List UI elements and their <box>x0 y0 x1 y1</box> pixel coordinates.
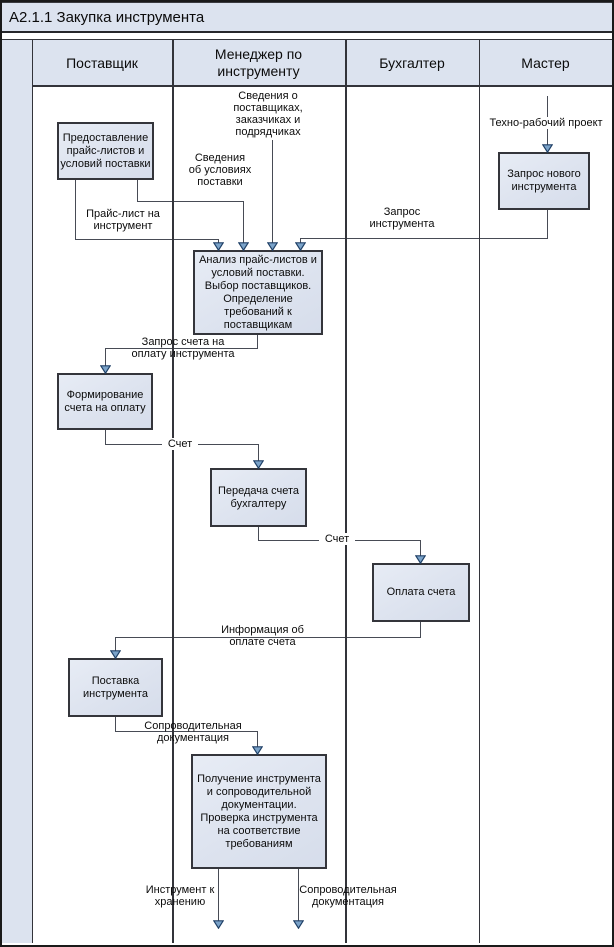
connector-segment <box>300 238 301 243</box>
arrowhead-down-icon <box>293 920 304 929</box>
arrowhead-down-icon <box>213 242 224 251</box>
flow-label-tool-request: Запрос инструмента <box>369 206 435 230</box>
lane-header-accountant: Бухгалтер <box>345 40 479 86</box>
process-box-provide-pricelists: Предоставление прайс-листов и условий по… <box>57 122 154 180</box>
connector-segment <box>115 731 258 732</box>
flow-label-pricelist: Прайс-лист на инструмент <box>86 208 160 232</box>
header-bottom-border <box>32 85 612 87</box>
connector-segment <box>218 239 219 243</box>
flow-label-accompanying-docs-out: Сопроводительная документация <box>299 884 397 908</box>
connector-segment <box>257 731 258 747</box>
connector-segment <box>547 210 548 239</box>
flow-label-tool-to-storage: Инструмент к хранению <box>145 884 215 908</box>
connector-segment <box>105 348 258 349</box>
connector-segment <box>115 637 116 651</box>
diagram-title: А2.1.1 Закупка инструмента <box>9 8 205 26</box>
arrowhead-down-icon <box>213 920 224 929</box>
flow-label-conditions-info: Сведения об условиях поставки <box>188 152 252 188</box>
lane-divider <box>345 39 347 943</box>
flow-label-accompanying-docs-in: Сопроводительная документация <box>144 720 242 744</box>
connector-segment <box>115 717 116 732</box>
process-box-analyze-pricelists: Анализ прайс-листов и условий поставки. … <box>193 250 323 335</box>
arrowhead-down-icon <box>542 144 553 153</box>
connector-segment <box>300 238 548 239</box>
connector-segment <box>75 180 76 240</box>
connector-segment <box>75 239 219 240</box>
lane-header-master: Мастер <box>479 40 612 86</box>
process-box-delivery: Поставка инструмента <box>68 658 163 717</box>
arrowhead-down-icon <box>238 242 249 251</box>
arrowhead-down-icon <box>295 242 306 251</box>
connector-segment <box>257 335 258 349</box>
flow-label-invoice-1: Счет <box>162 438 198 450</box>
process-box-receive-check: Получение инструмента и сопроводительной… <box>191 754 327 869</box>
process-box-pay-invoice: Оплата счета <box>372 563 470 622</box>
connector-segment <box>137 180 138 202</box>
connector-segment <box>105 430 106 445</box>
connector-segment <box>420 622 421 638</box>
flow-label-payment-info: Информация об оплате счета <box>221 624 304 648</box>
connector-segment <box>258 444 259 461</box>
process-box-transfer-invoice: Передача счета бухгалтеру <box>210 468 307 527</box>
diagram-title-bar: А2.1.1 Закупка инструмента <box>2 2 612 33</box>
arrowhead-down-icon <box>100 365 111 374</box>
arrowhead-down-icon <box>110 650 121 659</box>
flow-label-techno-project: Техно-рабочий проект <box>481 117 611 129</box>
connector-segment <box>243 201 244 243</box>
arrowhead-down-icon <box>267 242 278 251</box>
arrowhead-down-icon <box>252 746 263 755</box>
process-box-request-new-tool: Запрос нового инструмента <box>498 152 590 210</box>
lane-header-supplier: Поставщик <box>32 40 172 86</box>
connector-segment <box>272 140 273 243</box>
flow-label-invoice-request: Запрос счета на оплату инструмента <box>131 336 235 360</box>
connector-segment <box>115 637 421 638</box>
arrowhead-down-icon <box>253 460 264 469</box>
arrowhead-down-icon <box>415 555 426 564</box>
lane-divider <box>172 39 174 943</box>
lane-divider <box>479 39 480 943</box>
process-box-form-invoice: Формирование счета на оплату <box>57 373 153 430</box>
connector-segment <box>137 201 244 202</box>
flow-label-invoice-2: Счет <box>319 533 355 545</box>
lane-divider <box>32 39 33 943</box>
connector-segment <box>258 527 259 541</box>
header-top-border <box>2 39 612 40</box>
lane-header-tool-manager: Менеджер по инструменту <box>172 40 345 86</box>
connector-segment <box>420 540 421 556</box>
connector-segment <box>218 869 219 921</box>
connector-segment <box>105 348 106 366</box>
flow-label-suppliers-info: Сведения о поставщиках, заказчиках и под… <box>233 90 303 138</box>
left-margin-strip <box>2 40 32 943</box>
connector-segment <box>298 869 299 921</box>
